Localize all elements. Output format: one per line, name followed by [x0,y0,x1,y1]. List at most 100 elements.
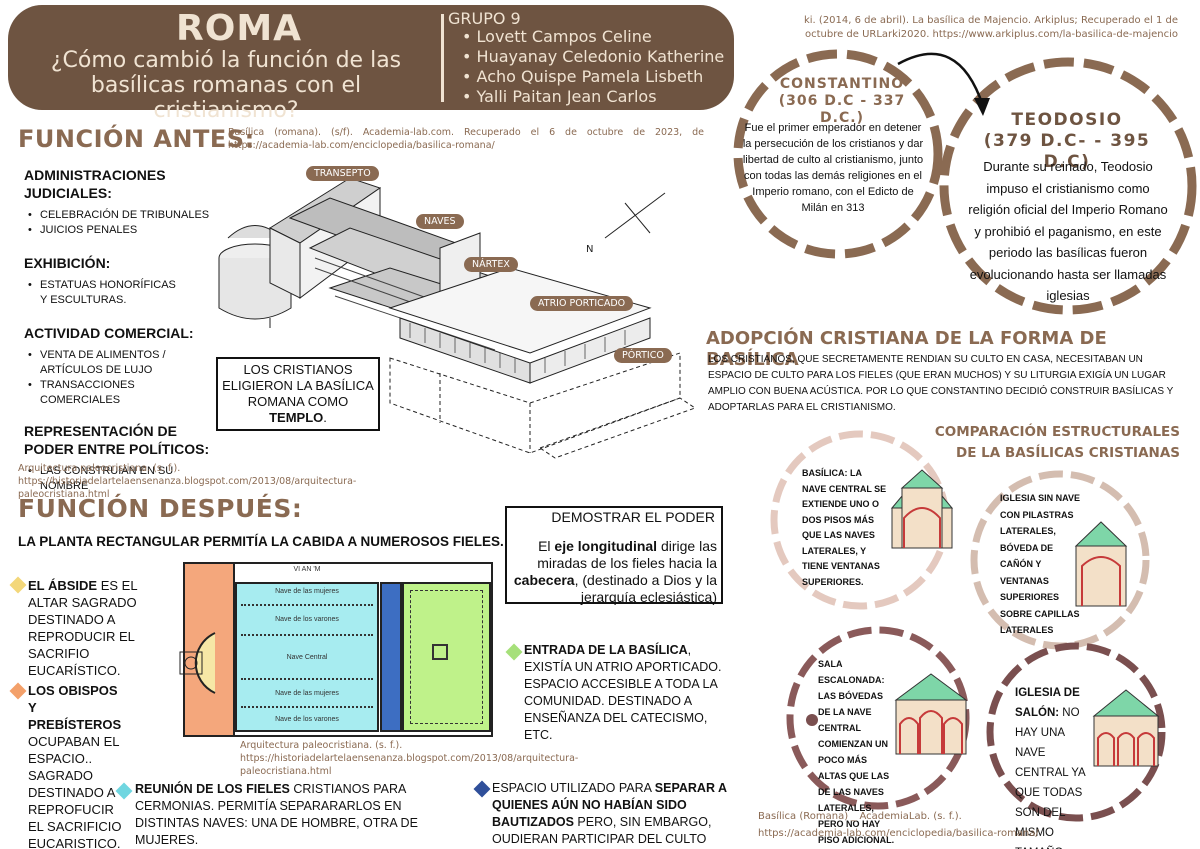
teodosio-name: TEODOSIO [1011,110,1123,130]
list-item: VENTA DE ALIMENTOS / ARTÍCULOS DE LUJO [28,348,203,378]
diamond-cyan-icon [115,782,133,800]
entrada-note: ENTRADA DE LA BASÍLICA, EXISTÍA UN ATRIO… [524,642,724,744]
apse-drawing [179,632,216,694]
teodosio-dates: (379 D.C- - 395 D.C) [983,131,1151,172]
member-item: Acho Quispe Pamela Lisbeth [462,67,724,87]
plan-label: Nave de los varones [275,716,339,723]
poder-title: DEMOSTRAR EL PODER [551,509,715,525]
abside-bold: EL ÁBSIDE [28,578,98,593]
antes-list: ADMINISTRACIONES JUDICIALES: CELEBRACIÓN… [24,166,214,494]
group-title: ACTIVIDAD COMERCIAL: [24,325,194,341]
group-title: REPRESENTACIÓN DE PODER ENTRE POLÍTICOS: [24,423,210,457]
diamond-green-icon [505,643,523,661]
header-divider [441,14,444,102]
plan-atrio [402,582,491,732]
bautizados-pre: ESPACIO UTILIZADO PARA [492,781,655,795]
list-item: ESTATUAS HONORÍFICAS Y ESCULTURAS. [28,278,178,308]
diamond-yellow-icon [9,576,27,594]
members-list: Lovett Campos Celine Huayanay Celedonio … [462,27,725,107]
diamond-blue-icon [473,780,491,798]
fieles-bold: REUNIÓN DE LOS FIELES [135,782,290,796]
teodosio-title: TEODOSIO (379 D.C- - 395 D.C) [972,110,1162,173]
diamond-orange-icon [9,682,27,700]
plan-label: Nave de los varones [275,616,339,623]
plan-label: Nave Central [286,654,328,661]
comparacion-salon: IGLESIA DE SALÓN: NO HAY UNA NAVE CENTRA… [1015,683,1093,849]
poder-text: El eje longitudinal dirige las miradas d… [511,538,717,606]
group-items: ESTATUAS HONORÍFICAS Y ESCULTURAS. [28,278,178,308]
antes-heading: FUNCIÓN ANTES: [18,125,255,153]
fieles-text: CRISTIANOS PARA CERMONIAS. PERMITÍA SEPA… [135,782,418,847]
abside-note: EL ÁBSIDE ES EL ALTAR SAGRADO DESTINADO … [28,577,168,679]
plan-narthex [380,582,402,732]
templo-end: . [323,410,327,425]
group-title: EXHIBICIÓN: [24,255,111,271]
poder-text-part: , (destinado a Dios y la jerarquía ecles… [574,572,717,605]
list-item: JUICIOS PENALES [28,223,214,238]
despues-subtitle: LA PLANTA RECTANGULAR PERMITÍA LA CABIDA… [18,534,504,549]
group-items: LAS CONSTRUIAN EN SU NOMBRE [28,464,214,494]
fuente-icon [432,644,448,660]
main-question: ¿Cómo cambió la función de las basílicas… [50,48,402,123]
adopcion-text: LOS CRISTIANOS, QUE SECRETAMENTE RENDIAN… [708,354,1174,413]
svg-text:N: N [586,244,593,255]
templo-bold: TEMPLO [269,410,324,425]
label-nartex: NÁRTEX [464,257,518,272]
salon-text: NO HAY UNA NAVE CENTRAL YA QUE TODAS SON… [1015,707,1086,849]
plan-citation: Arquitectura paleocristiana. (s. f.). ht… [240,740,579,777]
bautizados-note: ESPACIO UTILIZADO PARA SEPARAR A QUIENES… [492,780,758,849]
comparacion-basilica: BASÍLICA: LA NAVE CENTRAL SE EXTIENDE UN… [802,468,887,587]
obispos-note: LOS OBISPOS Y PREBÍSTEROS OCUPABAN EL ES… [28,682,123,849]
entrada-text: , EXISTÍA UN ATRIO APORTICADO. ESPACIO A… [524,643,722,742]
despues-heading: FUNCIÓN DESPUÉS: [18,494,303,523]
page-title: ROMA [176,8,303,49]
poder-text-part: El [538,538,555,554]
plan-label: Nave de las mujeres [275,690,339,697]
atrio-colonnade [410,590,483,724]
label-atrio: ATRIO PORTICADO [530,296,634,311]
adopcion-heading: ADOPCIÓN CRISTIANA DE LA FORMA DE BASÍLI… [706,328,1107,370]
list-item: TRANSACCIONES COMERCIALES [28,378,203,408]
comparacion-citation: Basílica (Romana) _ AcademiaLab. (s. f.)… [758,811,1039,839]
antes-citation: Basílica (romana). (s/f). Academia-lab.c… [228,127,704,151]
constantino-dates: (306 D.C - 337 D.C.) [778,93,906,126]
templo-box: LOS CRISTIANOS ELIGIERON LA BASÍLICA ROM… [216,357,380,431]
poder-text-bold: cabecera [513,572,575,588]
member-item: Huayanay Celedonio Katherine [462,47,725,67]
comparacion-escalonada: SALA ESCALONADA: LAS BÓVEDAS DE LA NAVE … [818,659,895,845]
salon-bold: IGLESIA DE SALÓN: [1015,687,1080,719]
comparacion-heading-line: COMPARACIÓN ESTRUCTURALES [934,424,1180,440]
member-item: Lovett Campos Celine [462,27,724,47]
constantino-title: CONSTANTINO (306 D.C - 337 D.C.) [772,76,912,127]
group-label: GRUPO 9 [448,9,521,28]
list-item: CELEBRACIÓN DE TRIBUNALES [28,208,214,223]
column-row [241,634,373,636]
plan-label: Nave de las mujeres [275,588,339,595]
constantino-name: CONSTANTINO [779,76,905,92]
templo-text: LOS CRISTIANOS ELIGIERON LA BASÍLICA ROM… [222,362,374,409]
column-row [241,678,373,680]
comparison-circles [770,430,1166,822]
drawing-citation: Arquitectura paleocristiana. (s. f.). ht… [18,463,357,500]
obispos-text: OCUPABAN EL ESPACIO.. SAGRADO DESTINADO … [28,734,122,849]
poder-text-bold: eje longitudinal [554,538,658,554]
group-items: VENTA DE ALIMENTOS / ARTÍCULOS DE LUJO T… [28,348,203,408]
abside-text: ES EL ALTAR SAGRADO DESTINADO A REPRODUC… [28,578,138,678]
basilica-drawing: N [218,177,697,459]
plan-naves: Nave de las mujeres Nave de los varones … [235,582,379,732]
fieles-note: REUNIÓN DE LOS FIELES CRISTIANOS PARA CE… [135,781,455,849]
top-citation: ki. (2014, 6 de abril). La basílica de M… [803,15,1178,40]
group-items: CELEBRACIÓN DE TRIBUNALES JUICIOS PENALE… [28,208,214,238]
bautizados-text: PERO, SIN EMBARGO, OUDIERAN PARTICIPAR D… [492,815,712,846]
poder-bracket-bottom [505,532,723,604]
floor-plan: Nave de las mujeres Nave de los varones … [183,562,493,737]
obispos-bold: LOS OBISPOS Y PREBÍSTEROS [28,683,122,732]
comparacion-heading-line: DE LA BASÍLICAS CRISTIANAS [956,445,1180,461]
group-title: ADMINISTRACIONES JUDICIALES: [24,167,166,201]
column-row [241,706,373,708]
constantino-text: Fue el primer emperador en detener la pe… [742,122,924,214]
comparacion-heading: COMPARACIÓN ESTRUCTURALES DE LA BASÍLICA… [900,422,1180,464]
poder-box: DEMOSTRAR EL PODER El eje longitudinal d… [505,506,723,606]
poder-text-part: dirige las miradas de los fieles hacia l… [537,538,717,571]
member-item: Yalli Paitan Jean Carlos [462,87,724,107]
